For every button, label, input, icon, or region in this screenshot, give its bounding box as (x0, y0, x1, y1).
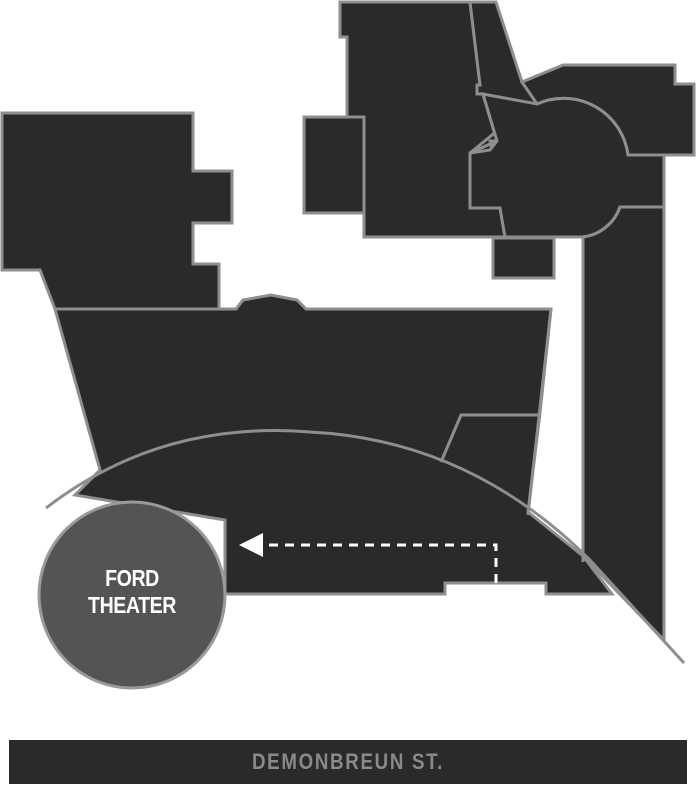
inner-wall-1 (439, 413, 540, 463)
ford-theater-label[interactable]: FORD THEATER (54, 565, 210, 619)
inner-wall-2 (526, 308, 553, 516)
building-west (0, 111, 234, 311)
building-annex (302, 115, 366, 215)
street-label: DEMONBREUN ST. (251, 749, 445, 774)
arrow-left-icon (239, 533, 263, 557)
route-path (262, 543, 498, 583)
theater-label-line1: FORD (105, 565, 159, 591)
theater-label-line2: THEATER (88, 592, 176, 618)
building-south-box (491, 236, 556, 280)
street-bar: DEMONBREUN ST. (9, 740, 687, 784)
arena-arc (45, 429, 686, 665)
ford-theater-marker[interactable] (37, 500, 227, 690)
building-main-arena (53, 293, 616, 596)
